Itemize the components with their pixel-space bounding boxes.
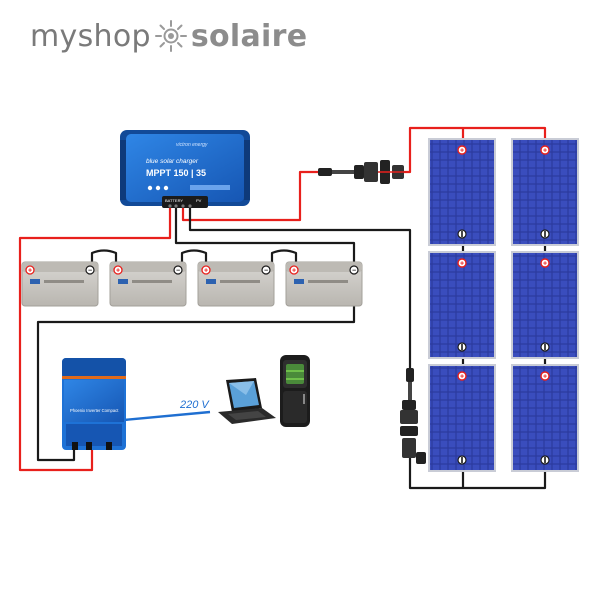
ac-voltage-label: 220 V — [179, 399, 210, 411]
wires — [18, 126, 547, 490]
battery-positive-terminal — [113, 265, 123, 275]
battery-negative-terminal — [173, 265, 183, 275]
panel-positive-symbol: + — [460, 148, 464, 155]
battery-positive-terminal — [25, 265, 35, 275]
battery-bank: +−+−+−+− — [21, 261, 363, 307]
controller-port-battery: BATTERY — [165, 198, 183, 203]
battery-positive-wire — [18, 205, 172, 472]
laptop-icon — [218, 378, 276, 424]
battery-negative-terminal — [349, 265, 359, 275]
solar-panel: + — [511, 138, 579, 246]
solar-panel: + — [428, 364, 496, 472]
pv-negative-wire-bottom — [408, 458, 547, 490]
solar-panel: + — [511, 251, 579, 359]
battery-positive-symbol: + — [204, 268, 208, 275]
solar-panel: + — [428, 138, 496, 246]
battery-negative-terminal — [261, 265, 271, 275]
battery-negative-symbol: − — [176, 268, 180, 275]
panel-negative-symbol — [461, 457, 463, 463]
panel-negative-symbol — [544, 231, 546, 237]
panel-positive-terminal — [457, 371, 467, 381]
battery-negative-symbol: − — [352, 268, 356, 275]
mc4-connector-top — [318, 160, 404, 184]
battery-positive-symbol: + — [28, 268, 32, 275]
battery: +− — [109, 261, 187, 307]
battery: +− — [197, 261, 275, 307]
panel-negative-symbol — [544, 344, 546, 350]
brand-name-part2: solaire — [190, 18, 308, 54]
panel-negative-symbol — [461, 344, 463, 350]
panel-positive-symbol: + — [460, 374, 464, 381]
battery-positive-terminal — [289, 265, 299, 275]
battery-series-link-2 — [180, 249, 208, 268]
mc4-connector-bottom — [400, 368, 426, 464]
battery: +− — [285, 261, 363, 307]
battery-negative-symbol: − — [264, 268, 268, 275]
inverter-negative-wire — [36, 305, 356, 462]
fridge-icon — [280, 355, 310, 427]
panel-positive-terminal — [540, 145, 550, 155]
panel-positive-terminal — [457, 145, 467, 155]
inverter: Phoenix Inverter Compact — [62, 358, 126, 450]
panel-positive-symbol: + — [460, 261, 464, 268]
controller-port-pv: PV — [196, 198, 202, 203]
panel-negative-symbol — [461, 231, 463, 237]
ac-output-wire — [123, 410, 211, 422]
panel-positive-terminal — [540, 371, 550, 381]
pv-positive-wire — [181, 170, 318, 222]
solar-panel-array: + + + + + + — [428, 138, 579, 472]
battery-negative-terminal — [85, 265, 95, 275]
controller-label: blue solar charger — [146, 158, 199, 165]
brand-name-part1: myshop — [30, 18, 151, 54]
solar-panel: + — [428, 251, 496, 359]
controller-brand: victron energy — [176, 142, 208, 148]
battery-negative-symbol: − — [88, 268, 92, 275]
battery-series-link-1 — [90, 249, 118, 268]
battery-positive-symbol: + — [116, 268, 120, 275]
pv-negative-wire — [188, 205, 412, 368]
battery-negative-wire — [174, 205, 356, 268]
inverter-label: Phoenix Inverter Compact — [70, 408, 119, 413]
battery-series-link-3 — [270, 249, 298, 268]
panel-positive-symbol: + — [543, 374, 547, 381]
battery-positive-terminal — [201, 265, 211, 275]
sun-icon — [154, 20, 187, 52]
panel-positive-symbol: + — [543, 261, 547, 268]
brand-logo: myshop solaire — [30, 14, 307, 58]
controller-model: MPPT 150 | 35 — [146, 168, 206, 178]
panel-positive-terminal — [457, 258, 467, 268]
battery: +− — [21, 261, 99, 307]
battery-positive-symbol: + — [292, 268, 296, 275]
panel-positive-terminal — [540, 258, 550, 268]
mc4-connectors — [318, 160, 426, 464]
panel-negative-symbol — [544, 457, 546, 463]
charge-controller: victron energy blue solar charger MPPT 1… — [120, 130, 250, 208]
panel-positive-symbol: + — [543, 148, 547, 155]
solar-panel: + — [511, 364, 579, 472]
